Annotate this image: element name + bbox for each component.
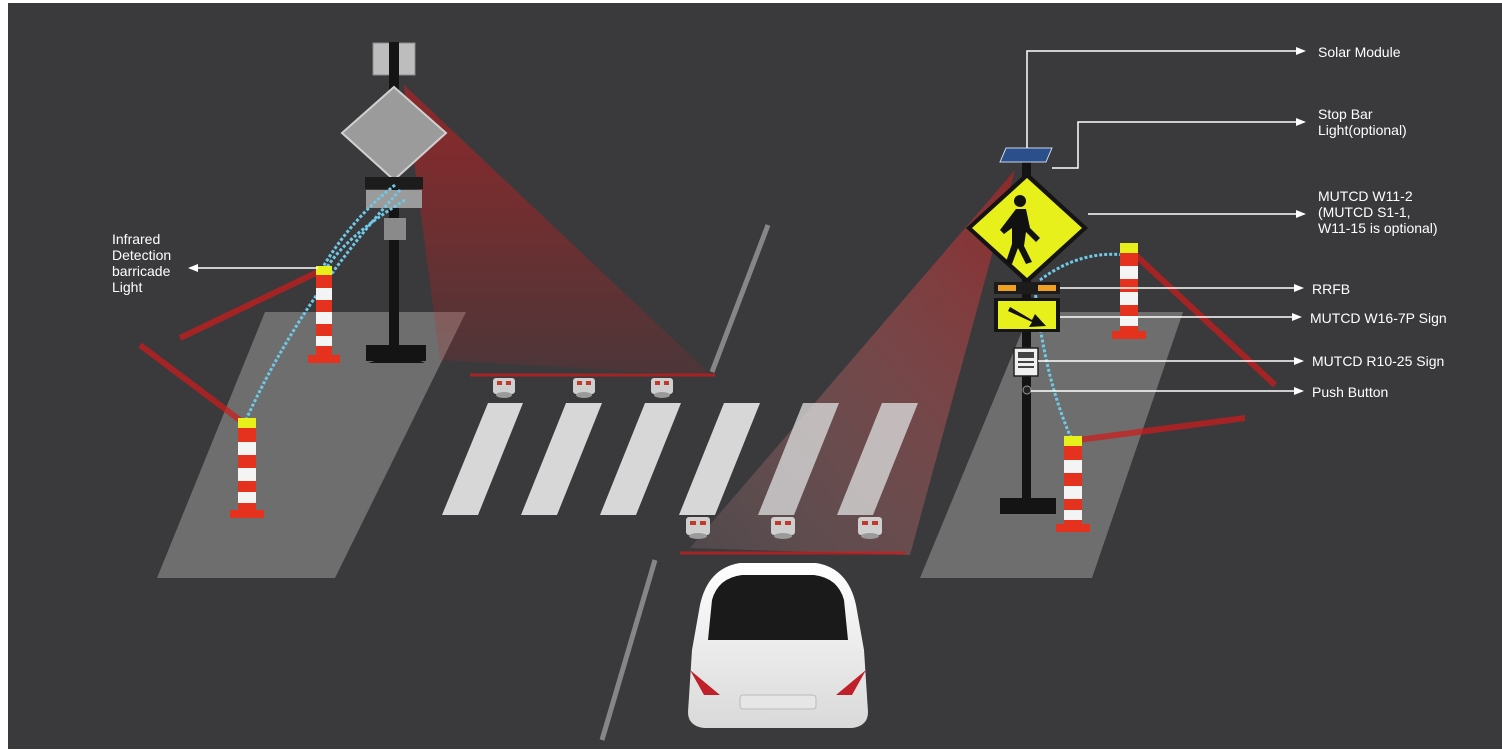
label-infrared-barricade: Infrared Detection barricade Light	[112, 231, 171, 295]
stop-bar-light-icon	[493, 378, 515, 398]
label-rrfb: RRFB	[1312, 281, 1350, 297]
mutcd-w16-7p-sign	[994, 298, 1060, 332]
label-mutcd-w16-7p: MUTCD W16-7P Sign	[1310, 310, 1447, 326]
push-button-box-left	[384, 218, 406, 240]
push-button-icon	[1023, 386, 1031, 394]
label-mutcd-r10-25: MUTCD R10-25 Sign	[1312, 353, 1444, 369]
solar-panel-icon	[1000, 148, 1052, 162]
stop-bar-light-icon	[573, 378, 595, 398]
label-mutcd-w11-2: MUTCD W11-2 (MUTCD S1-1, W11-15 is optio…	[1318, 188, 1438, 236]
stop-bar-light-icon	[686, 517, 710, 539]
stop-bar-light-icon	[858, 517, 882, 539]
stop-bar-light-icon	[771, 517, 795, 539]
stop-bar-light-icon	[651, 378, 673, 398]
label-stop-bar-light: Stop Bar Light(optional)	[1318, 106, 1407, 138]
label-solar-module: Solar Module	[1318, 44, 1401, 60]
rrfb-unit	[994, 282, 1060, 294]
car-icon	[688, 563, 868, 728]
label-push-button: Push Button	[1312, 384, 1388, 400]
mutcd-r10-25-sign	[1014, 348, 1038, 376]
